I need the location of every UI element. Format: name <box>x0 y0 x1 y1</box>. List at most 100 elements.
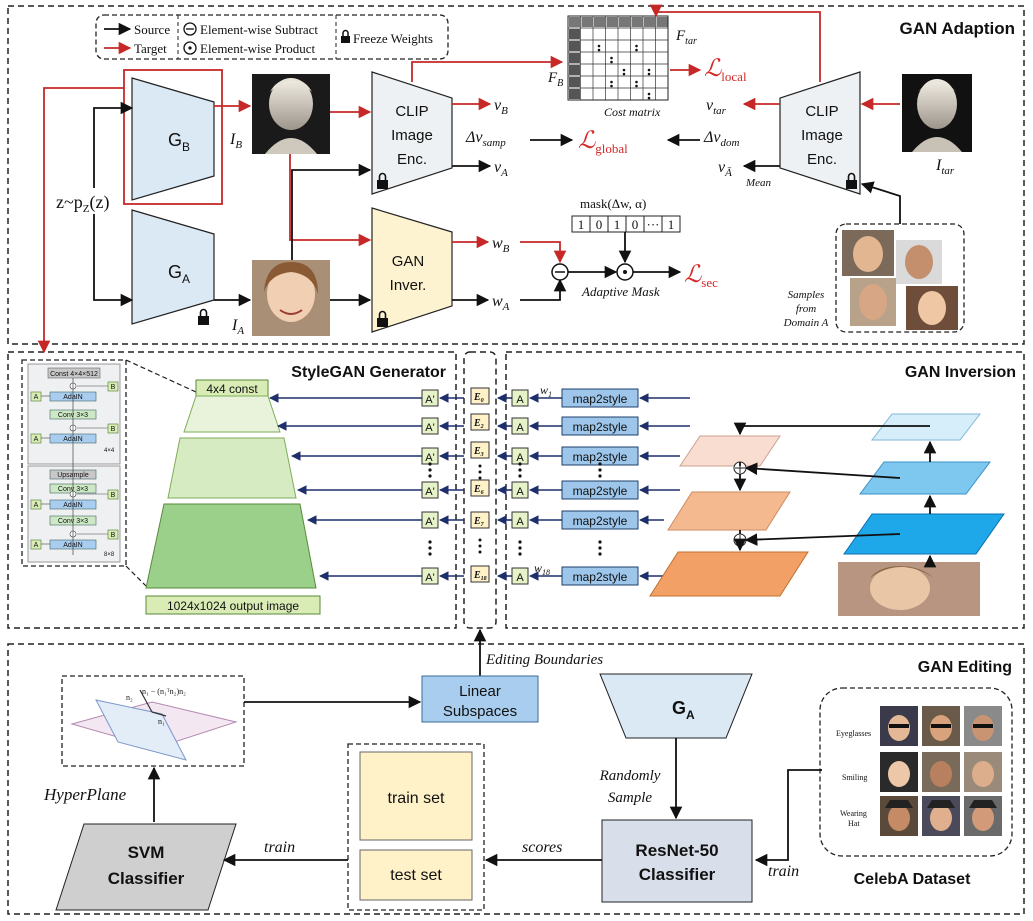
inset-a-box <box>30 539 42 550</box>
linear-line2: Subspaces <box>443 703 517 720</box>
ellipsis-dot <box>478 550 482 554</box>
a-prime-label: A' <box>425 422 434 434</box>
hyperplane-label: HyperPlane <box>43 785 127 804</box>
sample-face-4 <box>906 286 958 330</box>
map2style-label: map2style <box>573 420 628 434</box>
svm-classifier <box>55 823 237 911</box>
svm-line1: SVM <box>128 843 165 862</box>
clip-right-line3: Enc. <box>807 151 837 168</box>
celeba-image-grid <box>880 706 1002 836</box>
mask-label: mask(Δw, α) <box>580 196 646 211</box>
inset-b-box <box>107 381 119 392</box>
a-prime-label: A' <box>425 394 434 406</box>
edit-vector-box <box>470 511 490 529</box>
inset-b-box <box>107 529 119 540</box>
celeba-hat: Hat <box>848 819 860 828</box>
statue-image-ib <box>252 74 330 154</box>
clip-left-line1: CLIP <box>395 103 428 120</box>
wb-label: wB <box>492 235 510 255</box>
legend-source: Source <box>134 22 170 37</box>
edit-vector-box <box>470 441 490 459</box>
hp-n1: n₁ <box>158 717 165 726</box>
celeba-smiling: Smiling <box>842 773 867 782</box>
clip-left-line3: Enc. <box>397 151 427 168</box>
output-label: 1024x1024 output image <box>167 599 299 613</box>
sample-label: Sample <box>608 790 653 806</box>
plus-op-icon-2 <box>733 533 747 547</box>
statue-image-itar <box>902 74 972 152</box>
randomly-label: Randomly <box>599 768 661 784</box>
train-set-label: train set <box>388 790 445 807</box>
linear-line1: Linear <box>459 683 501 700</box>
celeba-eyeglasses: Eyeglasses <box>836 729 871 738</box>
edit-vector-label: E2 <box>473 418 484 430</box>
inset-a-label: A <box>34 542 39 549</box>
inver-line1: GAN <box>392 253 425 270</box>
legend: Source Target Element-wise Subtract Elem… <box>95 14 449 60</box>
map2style-label: map2style <box>573 392 628 406</box>
clip-right-line2: Image <box>801 127 843 144</box>
pyramid-level-1 <box>183 395 281 433</box>
mask-bit: 1 <box>578 217 585 232</box>
w18-label: w18 <box>534 561 550 577</box>
const-label: 4x4 const <box>206 382 258 396</box>
ellipsis-dot <box>518 468 522 472</box>
edit-vector-label: E18 <box>473 570 487 582</box>
subtract-op-icon <box>551 263 569 281</box>
ellipsis-dot <box>598 468 602 472</box>
map2style-label: map2style <box>573 514 628 528</box>
va-label: vA <box>494 159 508 179</box>
a-label: A <box>516 452 524 464</box>
editing-boundaries-label: Editing Boundaries <box>485 652 603 668</box>
ellipsis-dot <box>518 462 522 466</box>
inset-b-label: B <box>111 426 116 433</box>
inset-a-box <box>30 433 42 444</box>
dv-dom-label: Δvdom <box>703 129 740 149</box>
ellipsis-dot <box>428 552 432 556</box>
l-sec-loss: ℒsec <box>684 262 718 290</box>
clip-right-lock-icon <box>846 172 857 189</box>
clip-right-line1: CLIP <box>805 103 838 120</box>
gan-inversion-encoder <box>371 207 453 333</box>
ia-label: IA <box>231 317 244 337</box>
cost-matrix-label: Cost matrix <box>604 105 661 119</box>
inset-a-box <box>30 391 42 402</box>
ellipsis-dot <box>428 540 432 544</box>
celeba-wearing: Wearing <box>840 809 867 818</box>
edit-vector-label: E7 <box>473 516 485 528</box>
mask-bit: ··· <box>647 217 660 232</box>
legend-target: Target <box>134 41 167 56</box>
a-prime-label: A' <box>425 486 434 498</box>
sample-face-1 <box>842 230 894 276</box>
inset-b-label: B <box>111 532 116 539</box>
inver-lock-icon <box>377 310 388 327</box>
gb-label: GB <box>168 130 190 154</box>
clip-left-lock-icon <box>377 172 388 189</box>
product-icon <box>183 41 197 55</box>
samples-line1: Samples <box>788 289 825 301</box>
generator-ga-editing <box>599 673 753 739</box>
clip-encoder-right <box>779 71 861 195</box>
linear-subspaces-box <box>421 675 539 723</box>
a-label: A <box>516 486 524 498</box>
ellipsis-dot <box>478 476 482 480</box>
hyperplane-illustration: n₁ − (n₁ᵀn₂)n₂ n₂ n₁ <box>70 687 238 761</box>
hp-n2: n₂ <box>126 693 133 702</box>
edit-vector-label: E3 <box>473 446 484 458</box>
mean-label: Mean <box>745 177 772 189</box>
sample-face-3 <box>850 278 896 326</box>
fb-label: FB <box>547 70 563 89</box>
generator-gb <box>131 77 215 201</box>
map2style-label: map2style <box>573 570 628 584</box>
test-set-box <box>359 849 473 901</box>
ga-label: GA <box>168 262 190 286</box>
ellipsis-dot <box>478 464 482 468</box>
inset-b-label: B <box>111 384 116 391</box>
map2style-label: map2style <box>573 484 628 498</box>
legend-freeze: Freeze Weights <box>353 31 433 46</box>
mask-cell <box>661 215 681 233</box>
inset-a-label: A <box>34 502 39 509</box>
edit-vector-box <box>470 479 490 497</box>
